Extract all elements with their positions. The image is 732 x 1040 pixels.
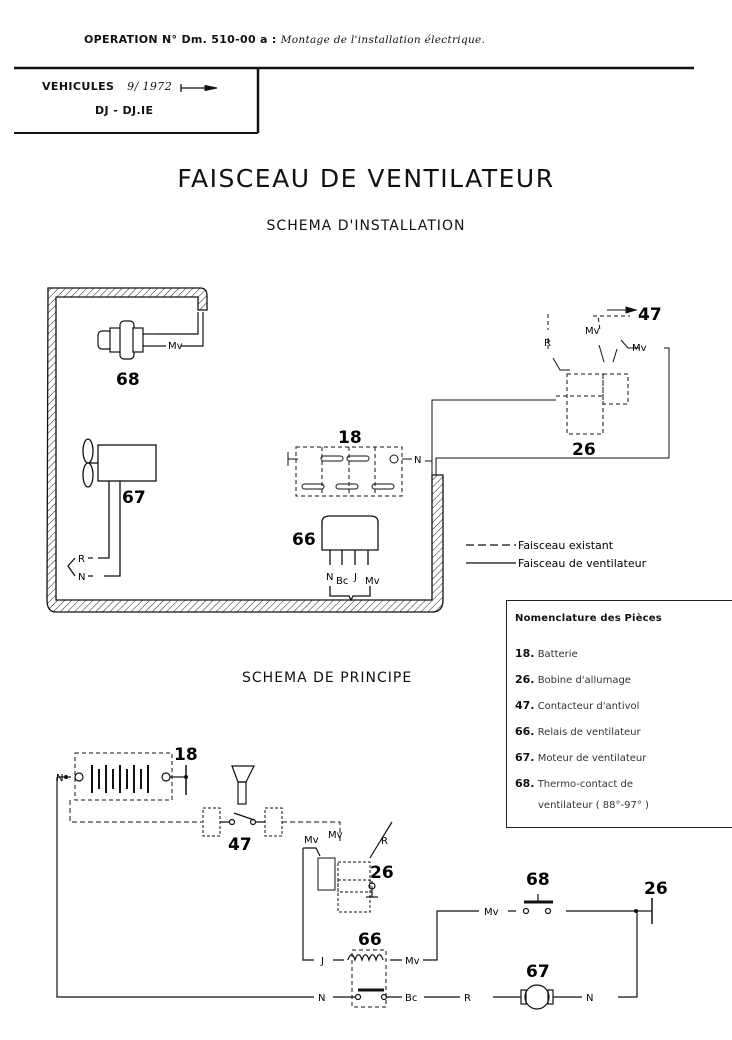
wire-label-relay-mv: Mv (365, 576, 380, 587)
principle-part-label-66: 66 (358, 930, 382, 950)
relay-66 (321, 515, 379, 602)
fan-motor-67 (67, 438, 157, 577)
operation-label: OPERATION N° Dm. 510-00 a : (84, 33, 277, 46)
principle-wire-coil-mv1: Mv (304, 835, 319, 846)
principle-wire-bat-n: N (56, 773, 63, 784)
wire-label-relay-n: N (326, 572, 333, 583)
legend-lines (466, 544, 516, 564)
item-number: 67. (515, 751, 535, 764)
installation-title: SCHEMA D'INSTALLATION (266, 218, 466, 234)
part-label-66: 66 (292, 530, 316, 550)
nomenclature-item: 47. Contacteur d'antivol (515, 699, 639, 712)
principle-wire-coil-mv2: Mv (328, 830, 343, 841)
wire-label-relay-j: J (353, 572, 357, 583)
principle-junction-dots (64, 775, 638, 913)
item-label: Moteur de ventilateur (537, 753, 647, 764)
part-label-26: 26 (572, 440, 596, 460)
thermo-contact-68 (97, 312, 204, 360)
header-frame (14, 66, 694, 134)
item-number: 47. (515, 699, 535, 712)
item-label: Relais de ventilateur (537, 727, 641, 738)
nomenclature-item: 66. Relais de ventilateur (515, 725, 641, 738)
principle-part-label-26b: 26 (644, 879, 668, 899)
nomenclature-item: 67. Moteur de ventilateur (515, 751, 646, 764)
item-number: 18. (515, 647, 535, 660)
operation-header: OPERATION N° Dm. 510-00 a : Montage de l… (84, 33, 485, 46)
item-number: 26. (515, 673, 535, 686)
page-title: FAISCEAU DE VENTILATEUR (177, 164, 555, 193)
item-label: Bobine d'allumage (537, 675, 631, 686)
operation-description: Montage de l'installation électrique. (280, 34, 486, 46)
principle-part-label-68: 68 (526, 870, 550, 890)
principle-part-label-26a: 26 (370, 863, 394, 883)
principle-wire-motor-n: N (586, 993, 593, 1004)
part-label-47: 47 (638, 305, 662, 325)
wire-label-relay-bc: Bc (336, 576, 348, 587)
principle-wire-thermo-mv: Mv (484, 907, 499, 918)
principle-wire-relay-bc: Bc (405, 993, 417, 1004)
vehicles-models: DJ - DJ.IE (95, 104, 154, 117)
vehicles-date: 9/ 1972 (127, 80, 173, 93)
principle-wire-relay-j: J (320, 956, 324, 967)
nomenclature-item-continuation: ventilateur ( 88°-97° ) (538, 800, 649, 811)
item-label: Batterie (537, 649, 578, 660)
principle-wire-motor-r: R (464, 993, 471, 1004)
item-label: Thermo-contact de (537, 779, 633, 790)
principle-wire-coil-r: R (381, 836, 388, 847)
battery-cells (287, 347, 670, 490)
item-label: ventilateur ( 88°-97° ) (538, 800, 649, 811)
principle-wire-relay-mv: Mv (405, 956, 420, 967)
nomenclature-item: 26. Bobine d'allumage (515, 673, 631, 686)
wire-label-coil-mv-right: Mv (632, 343, 647, 354)
coil-wiring (552, 306, 640, 371)
principle-wiring (56, 752, 653, 1010)
nomenclature-box: Nomenclature des Pièces 18. Batterie 26.… (506, 600, 732, 828)
item-number: 68. (515, 777, 535, 790)
battery-18 (295, 446, 403, 497)
item-number: 66. (515, 725, 535, 738)
nomenclature-item: 18. Batterie (515, 647, 578, 660)
legend-fan: Faisceau de ventilateur (518, 557, 647, 570)
principle-part-label-18: 18 (174, 745, 198, 765)
body-panel-frame (46, 287, 444, 613)
principle-wire-relay-n: N (318, 993, 325, 1004)
wire-label-thermo-mv: Mv (168, 341, 183, 352)
part-label-68: 68 (116, 370, 140, 390)
ignition-coil-26 (547, 314, 630, 435)
nomenclature-item: 68. Thermo-contact de (515, 777, 633, 790)
part-label-67: 67 (122, 488, 146, 508)
vehicles-label: VEHICULES (42, 80, 115, 93)
wire-label-battery-n: N (414, 455, 421, 466)
wire-label-coil-mv-left: Mv (585, 326, 600, 337)
principle-title: SCHEMA DE PRINCIPE (242, 670, 413, 686)
wire-label-coil-r: R (544, 338, 551, 349)
item-label: Contacteur d'antivol (537, 701, 640, 712)
wire-label-motor-n: N (78, 572, 85, 583)
principle-part-label-47: 47 (228, 835, 252, 855)
wire-label-motor-r: R (78, 554, 85, 565)
nomenclature-title: Nomenclature des Pièces (515, 613, 662, 624)
part-label-18: 18 (338, 428, 362, 448)
vehicles-line: VEHICULES 9/ 1972 (42, 80, 172, 93)
legend-existing: Faisceau existant (518, 539, 614, 552)
principle-part-label-67: 67 (526, 962, 550, 982)
